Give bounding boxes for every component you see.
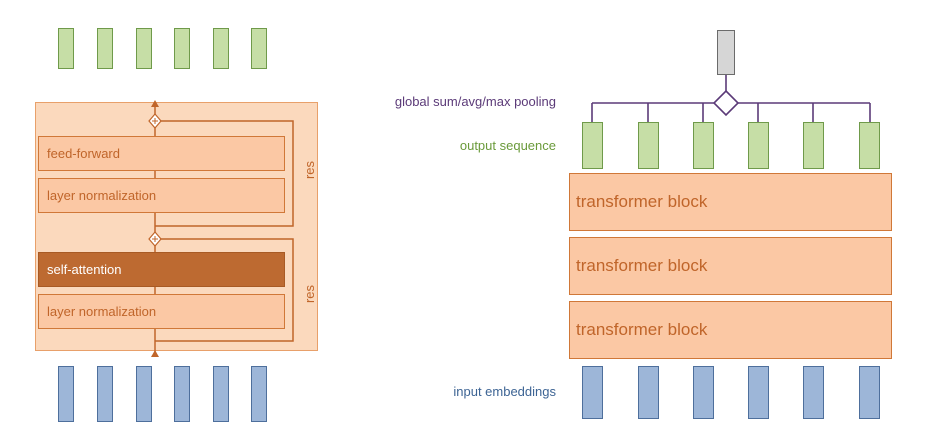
- layer-normalization-label: layer normalization: [47, 304, 157, 319]
- output-token: [136, 28, 152, 69]
- feed-forward-block: feed-forward: [38, 136, 285, 171]
- self-attention-label: self-attention: [47, 262, 122, 277]
- arrow-up-icon: [151, 350, 159, 357]
- output-sequence-token: [803, 122, 824, 169]
- output-sequence-token: [582, 122, 603, 169]
- output-token: [251, 28, 267, 69]
- input-embedding-token: [638, 366, 659, 419]
- output-token: [213, 28, 229, 69]
- transformer-block: transformer block: [569, 301, 892, 359]
- self-attention-block: self-attention: [38, 252, 285, 287]
- transformer-block-label: transformer block: [576, 256, 708, 275]
- output-token: [174, 28, 190, 69]
- input-embedding-token: [693, 366, 714, 419]
- output-sequence-label: output sequence: [459, 138, 556, 153]
- add-node-icon: [148, 231, 162, 247]
- pooled-output-token: [717, 30, 735, 75]
- output-token: [58, 28, 74, 69]
- transformer-block-label: transformer block: [576, 192, 708, 211]
- layer-normalization-block-top: layer normalization: [38, 178, 285, 213]
- input-embedding-token: [748, 366, 769, 419]
- residual-connection-top: [155, 120, 294, 227]
- residual-connection-bottom: [155, 238, 294, 342]
- transformer-block: transformer block: [569, 237, 892, 295]
- layer-normalization-label: layer normalization: [47, 188, 157, 203]
- input-embedding-token: [803, 366, 824, 419]
- left-diagram: feed-forward layer normalization self-at…: [0, 0, 340, 447]
- output-sequence-token: [693, 122, 714, 169]
- layer-normalization-block-bottom: layer normalization: [38, 294, 285, 329]
- input-token: [97, 366, 113, 422]
- input-embedding-token: [582, 366, 603, 419]
- output-token: [97, 28, 113, 69]
- transformer-block: transformer block: [569, 173, 892, 231]
- pooling-label: global sum/avg/max pooling: [394, 94, 556, 109]
- output-sequence-token: [748, 122, 769, 169]
- input-token: [174, 366, 190, 422]
- feed-forward-label: feed-forward: [47, 146, 120, 161]
- input-embeddings-label: input embeddings: [453, 384, 556, 399]
- input-embedding-token: [859, 366, 880, 419]
- right-diagram: global sum/avg/max pooling output sequen…: [340, 0, 946, 447]
- output-sequence-token: [859, 122, 880, 169]
- input-token: [251, 366, 267, 422]
- add-node-icon: [148, 113, 162, 129]
- transformer-block-label: transformer block: [576, 320, 708, 339]
- arrow-up-icon: [151, 100, 159, 107]
- output-sequence-token: [638, 122, 659, 169]
- input-token: [58, 366, 74, 422]
- input-token: [136, 366, 152, 422]
- input-token: [213, 366, 229, 422]
- pooling-node-icon: [712, 89, 740, 117]
